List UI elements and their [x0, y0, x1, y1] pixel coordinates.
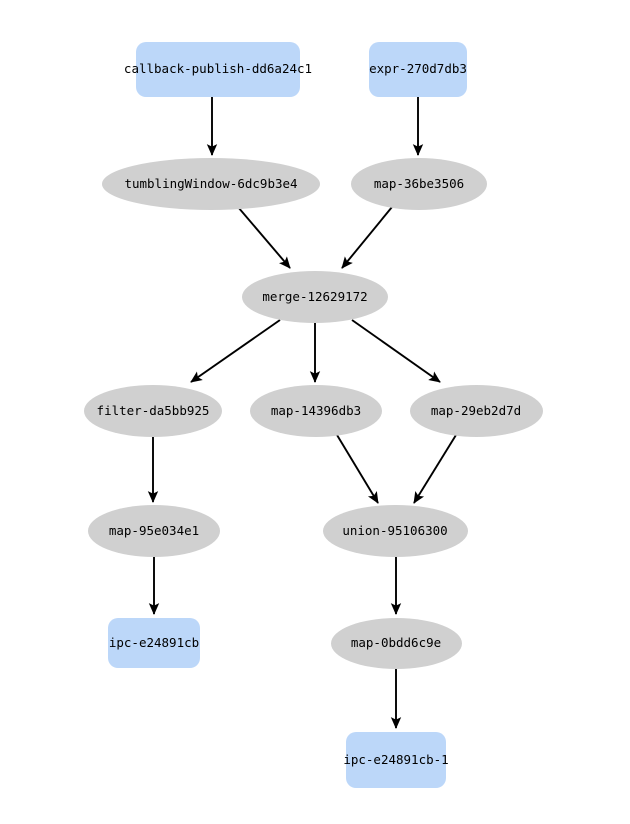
- node-label: filter-da5bb925: [96, 402, 210, 418]
- node-label: map-29eb2d7d: [430, 402, 522, 418]
- node-label: ipc-e24891cb-1: [343, 751, 449, 767]
- node-label: map-95e034e1: [108, 522, 200, 538]
- edge-map-14396db3-to-union-95106300: [336, 434, 379, 504]
- graph-node-map-95e034e1[interactable]: map-95e034e1: [88, 505, 220, 557]
- graph-node-merge-12629172[interactable]: merge-12629172: [242, 271, 388, 323]
- edge-merge-12629172-to-map-29eb2d7d: [351, 319, 441, 383]
- node-label: ipc-e24891cb: [108, 634, 200, 650]
- node-label: callback-publish-dd6a24c1: [123, 60, 313, 76]
- node-label: map-0bdd6c9e: [350, 634, 442, 650]
- node-label: merge-12629172: [262, 288, 368, 304]
- graph-node-ipc-e24891cb-1[interactable]: ipc-e24891cb-1: [343, 732, 449, 788]
- edge-tumblingWindow-6dc9b3e4-to-merge-12629172: [237, 206, 291, 269]
- graph-node-map-29eb2d7d[interactable]: map-29eb2d7d: [409, 385, 543, 437]
- graph-node-callback-publish-dd6a24c1[interactable]: callback-publish-dd6a24c1: [124, 41, 312, 97]
- graph-node-map-36be3506[interactable]: map-36be3506: [351, 158, 487, 210]
- graph-node-map-14396db3[interactable]: map-14396db3: [250, 385, 382, 437]
- graph-node-union-95106300[interactable]: union-95106300: [322, 505, 468, 557]
- edge-merge-12629172-to-filter-da5bb925: [190, 319, 281, 383]
- graph-node-tumblingWindow-6dc9b3e4[interactable]: tumblingWindow-6dc9b3e4: [102, 158, 320, 210]
- edge-map-29eb2d7d-to-union-95106300: [413, 434, 457, 504]
- edge-map-36be3506-to-merge-12629172: [341, 206, 393, 269]
- graph-node-expr-270d7db3[interactable]: expr-270d7db3: [369, 41, 467, 97]
- node-label: map-14396db3: [270, 402, 362, 418]
- graph-node-map-0bdd6c9e[interactable]: map-0bdd6c9e: [330, 617, 462, 669]
- node-label: expr-270d7db3: [369, 60, 467, 76]
- node-label: tumblingWindow-6dc9b3e4: [124, 175, 298, 191]
- graph-node-ipc-e24891cb[interactable]: ipc-e24891cb: [108, 618, 200, 668]
- node-label: union-95106300: [342, 522, 448, 538]
- node-label: map-36be3506: [373, 175, 465, 191]
- graph-node-filter-da5bb925[interactable]: filter-da5bb925: [84, 385, 222, 437]
